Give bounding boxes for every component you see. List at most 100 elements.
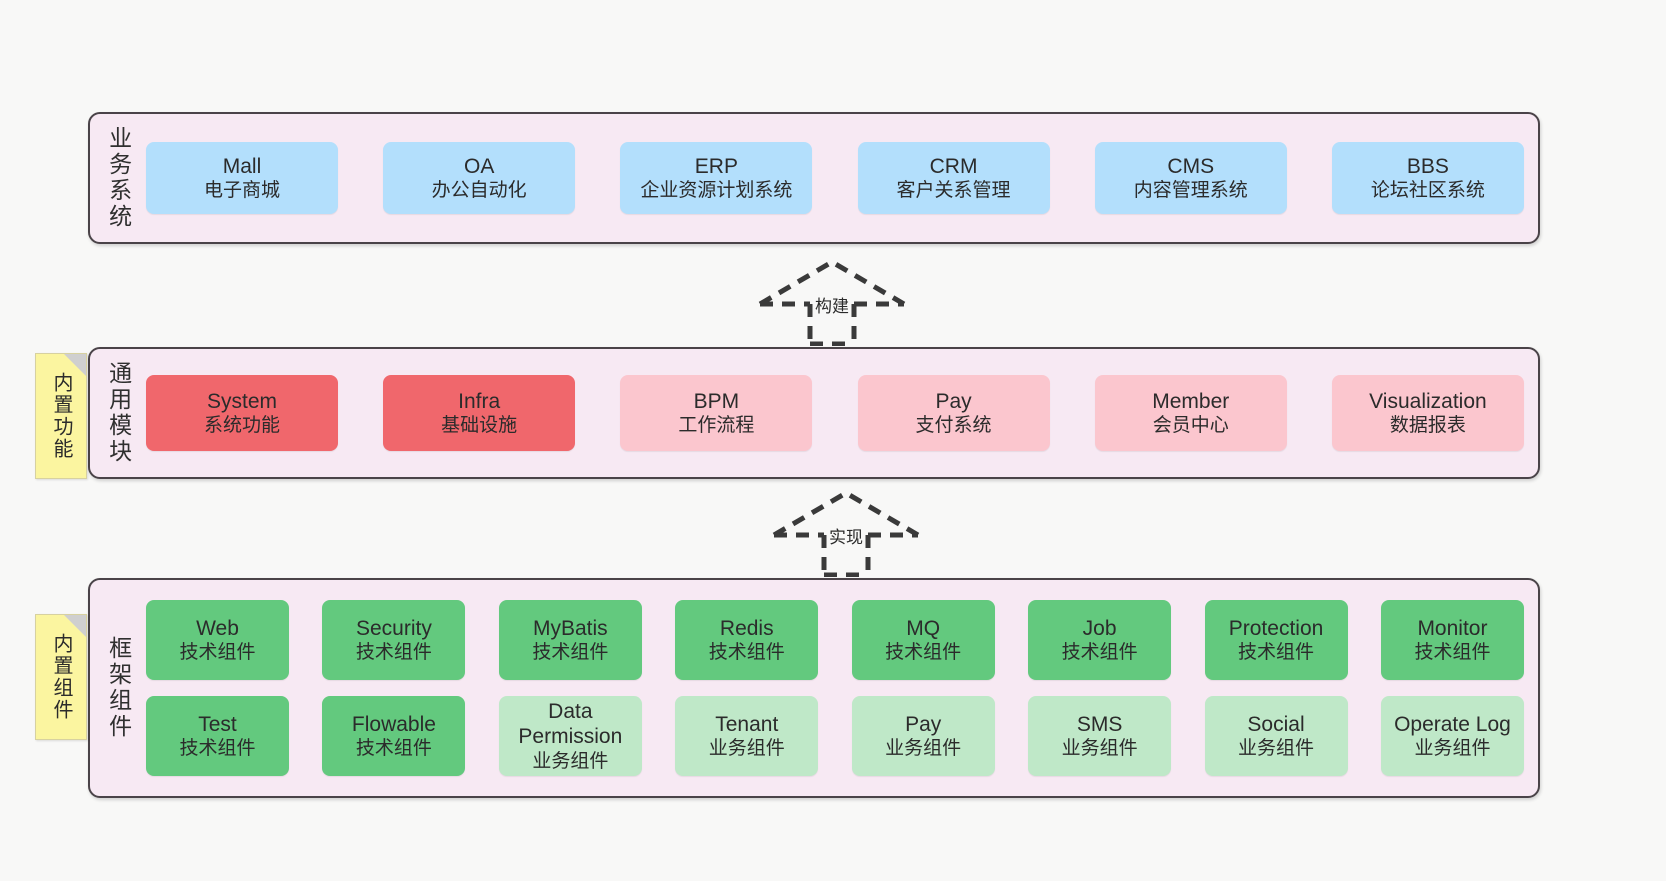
note-fold-corner-icon [64, 354, 86, 376]
card-tenant[interactable]: Tenant 业务组件 [675, 696, 819, 776]
card-title: Flowable [351, 712, 436, 736]
layer-common-modules: 通用模块 System 系统功能 Infra 基础设施 BPM 工作流程 Pay… [88, 347, 1540, 479]
card-subtitle: 技术组件 [179, 642, 256, 664]
card-subtitle: 技术组件 [355, 642, 432, 664]
layer-body-modules: System 系统功能 Infra 基础设施 BPM 工作流程 Pay 支付系统… [146, 349, 1538, 477]
card-erp[interactable]: ERP 企业资源计划系统 [620, 142, 813, 214]
card-job[interactable]: Job 技术组件 [1028, 600, 1172, 680]
card-title: Tenant [715, 712, 779, 736]
card-title: OA [464, 154, 495, 178]
card-subtitle: 技术组件 [1414, 642, 1491, 664]
modules-card-row: System 系统功能 Infra 基础设施 BPM 工作流程 Pay 支付系统… [146, 375, 1524, 451]
card-title: Infra [458, 389, 501, 413]
card-bpm[interactable]: BPM 工作流程 [620, 375, 813, 451]
card-title: MQ [906, 616, 941, 640]
dashed-hollow-arrow-icon [772, 490, 920, 577]
card-visualization[interactable]: Visualization 数据报表 [1331, 375, 1524, 451]
card-title: Redis [719, 616, 774, 640]
card-title: BBS [1406, 154, 1449, 178]
card-subtitle: 会员中心 [1152, 415, 1229, 437]
card-title: Security [355, 616, 432, 640]
card-title: Data Permission [518, 699, 623, 749]
card-subtitle: 业务组件 [708, 738, 785, 760]
card-mall[interactable]: Mall 电子商城 [146, 142, 338, 214]
arrow-build: 构建 [752, 256, 912, 346]
card-title: Social [1247, 712, 1305, 736]
card-subtitle: 技术组件 [179, 738, 256, 760]
card-subtitle: 数据报表 [1389, 415, 1466, 437]
card-crm[interactable]: CRM 客户关系管理 [857, 142, 1050, 214]
card-title: CMS [1167, 154, 1215, 178]
business-card-row: Mall 电子商城 OA 办公自动化 ERP 企业资源计划系统 CRM 客户关系… [146, 142, 1524, 214]
card-subtitle: 业务组件 [1061, 738, 1138, 760]
card-title: Pay [905, 712, 942, 736]
card-subtitle: 业务组件 [532, 751, 609, 773]
card-subtitle: 技术组件 [885, 642, 962, 664]
layer-title-framework: 框架组件 [105, 636, 132, 740]
card-system[interactable]: System 系统功能 [146, 375, 338, 451]
card-title: ERP [694, 154, 738, 178]
card-subtitle: 业务组件 [885, 738, 962, 760]
card-subtitle: 技术组件 [1238, 642, 1315, 664]
card-protection[interactable]: Protection 技术组件 [1204, 600, 1348, 680]
layer-title-modules: 通用模块 [105, 361, 132, 465]
arrow-implement-label: 实现 [829, 528, 863, 547]
note-builtin-component: 内置组件 [35, 614, 87, 740]
card-oa[interactable]: OA 办公自动化 [383, 142, 576, 214]
layer-title-business: 业务系统 [105, 126, 132, 230]
card-operate-log[interactable]: Operate Log 业务组件 [1380, 696, 1524, 776]
card-data-permission[interactable]: Data Permission 业务组件 [498, 696, 642, 776]
card-member[interactable]: Member 会员中心 [1094, 375, 1287, 451]
card-pay-module[interactable]: Pay 支付系统 [857, 375, 1050, 451]
card-subtitle: 工作流程 [678, 415, 755, 437]
dashed-hollow-arrow-icon [758, 259, 906, 346]
card-subtitle: 技术组件 [532, 642, 609, 664]
card-bbs[interactable]: BBS 论坛社区系统 [1331, 142, 1524, 214]
card-title: BPM [693, 389, 740, 413]
card-subtitle: 技术组件 [1061, 642, 1138, 664]
card-cms[interactable]: CMS 内容管理系统 [1094, 142, 1287, 214]
card-title: Mall [222, 154, 262, 178]
card-test[interactable]: Test 技术组件 [146, 696, 289, 776]
note-label: 内置组件 [50, 633, 72, 721]
card-title: System [206, 389, 277, 413]
card-title: CRM [929, 154, 978, 178]
card-subtitle: 电子商城 [203, 180, 280, 202]
card-social[interactable]: Social 业务组件 [1204, 696, 1348, 776]
card-title: Test [198, 712, 237, 736]
card-pay-component[interactable]: Pay 业务组件 [851, 696, 995, 776]
card-subtitle: 客户关系管理 [896, 180, 1011, 202]
arrow-build-label: 构建 [815, 297, 849, 316]
layer-framework-components: 框架组件 Web 技术组件 Security 技术组件 MyBatis 技术组件… [88, 578, 1540, 798]
card-subtitle: 业务组件 [1238, 738, 1315, 760]
card-mybatis[interactable]: MyBatis 技术组件 [498, 600, 642, 680]
card-subtitle: 内容管理系统 [1133, 180, 1248, 202]
card-web[interactable]: Web 技术组件 [146, 600, 289, 680]
card-title: Visualization [1369, 389, 1487, 413]
card-monitor[interactable]: Monitor 技术组件 [1380, 600, 1524, 680]
card-title: Web [196, 616, 239, 640]
card-security[interactable]: Security 技术组件 [322, 600, 466, 680]
card-title: Monitor [1417, 616, 1488, 640]
card-subtitle: 业务组件 [1414, 738, 1491, 760]
note-label: 内置功能 [50, 372, 72, 460]
card-subtitle: 支付系统 [915, 415, 992, 437]
card-redis[interactable]: Redis 技术组件 [675, 600, 819, 680]
card-title: Pay [935, 389, 972, 413]
layer-body-business: Mall 电子商城 OA 办公自动化 ERP 企业资源计划系统 CRM 客户关系… [146, 114, 1538, 242]
arrow-implement: 实现 [766, 487, 926, 577]
card-sms[interactable]: SMS 业务组件 [1028, 696, 1172, 776]
card-subtitle: 系统功能 [203, 415, 280, 437]
card-subtitle: 企业资源计划系统 [640, 180, 793, 202]
framework-card-row-1: Web 技术组件 Security 技术组件 MyBatis 技术组件 Redi… [146, 600, 1524, 680]
card-subtitle: 论坛社区系统 [1370, 180, 1485, 202]
card-title: Job [1082, 616, 1117, 640]
card-mq[interactable]: MQ 技术组件 [851, 600, 995, 680]
card-flowable[interactable]: Flowable 技术组件 [322, 696, 466, 776]
card-infra[interactable]: Infra 基础设施 [383, 375, 576, 451]
card-subtitle: 基础设施 [441, 415, 518, 437]
card-title: SMS [1076, 712, 1123, 736]
layer-business-systems: 业务系统 Mall 电子商城 OA 办公自动化 ERP 企业资源计划系统 CRM… [88, 112, 1540, 244]
card-title: Protection [1228, 616, 1324, 640]
